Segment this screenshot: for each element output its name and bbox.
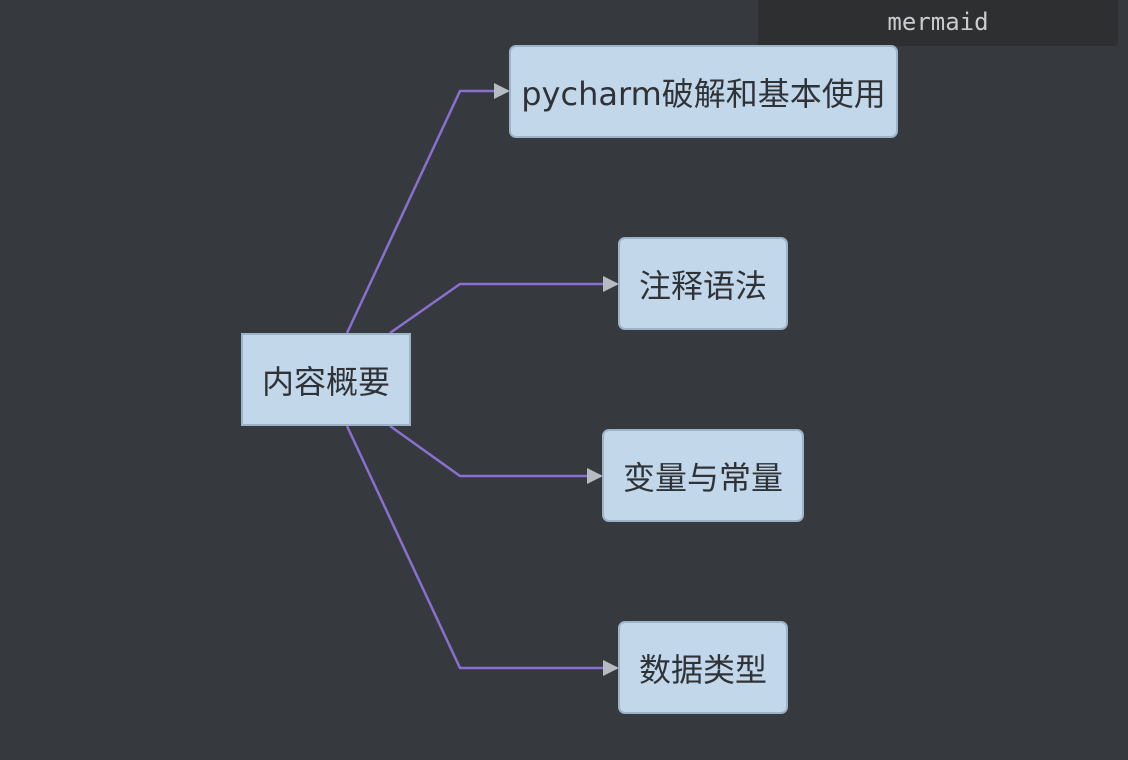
edge-root-c3 xyxy=(389,424,603,484)
node-child-3: 变量与常量 xyxy=(602,429,804,522)
node-child-2-label: 注释语法 xyxy=(638,266,767,305)
node-child-3-label: 变量与常量 xyxy=(622,458,783,497)
code-language-label: mermaid xyxy=(758,0,1118,46)
node-root-label: 内容概要 xyxy=(261,362,390,401)
node-child-1-label: pycharm破解和基本使用 xyxy=(521,74,886,113)
edge-root-c1 xyxy=(345,83,510,334)
node-child-2: 注释语法 xyxy=(618,237,788,330)
node-root: 内容概要 xyxy=(241,333,411,426)
node-child-4: 数据类型 xyxy=(618,621,788,714)
node-child-1: pycharm破解和基本使用 xyxy=(509,45,898,138)
edge-root-c4 xyxy=(345,425,619,676)
edge-root-c2 xyxy=(389,276,619,335)
node-child-4-label: 数据类型 xyxy=(638,650,767,689)
